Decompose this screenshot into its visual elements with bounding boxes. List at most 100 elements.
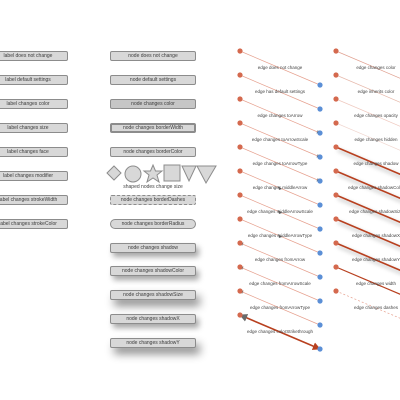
edge-label: edge changes middleArrowType <box>247 233 313 238</box>
label-node[interactable]: label changes strokeWidth <box>0 195 68 205</box>
from-node-dot <box>237 72 243 78</box>
edge-label: edge changes shadow <box>353 161 399 166</box>
edge-line <box>335 266 400 295</box>
edge-line <box>239 266 321 302</box>
to-node-dot <box>317 130 323 136</box>
edge-label: edge inherits color <box>357 89 395 94</box>
diamond-shape-node <box>106 165 122 181</box>
circle-shape-node <box>124 165 142 183</box>
edge-line <box>335 146 400 176</box>
label-node[interactable]: label changes modifier <box>0 171 68 181</box>
edge-label: edge changes dashes <box>353 305 399 310</box>
edge-line <box>335 218 400 248</box>
edge-line <box>335 98 400 127</box>
from-node-dot <box>237 144 243 150</box>
to-node-dot <box>317 322 323 328</box>
node-item[interactable]: node changes borderDashes <box>110 195 196 205</box>
from-node-dot <box>237 120 243 126</box>
edge-label: edge changes shadowColor <box>348 185 400 190</box>
from-node-dot <box>237 48 243 54</box>
edge-label: edge changes fromArrowScale <box>249 281 311 286</box>
edge-label: edge changes toArrowScale <box>251 137 309 142</box>
to-node-dot <box>317 346 323 352</box>
edge-label: edge changes toArrow <box>257 113 303 118</box>
middle-arrow-icon <box>278 186 282 190</box>
from-node-dot <box>333 48 339 54</box>
edge-label: edge changes opacity <box>354 113 398 118</box>
edge-label: edge changes middleArrowScale <box>247 209 313 214</box>
from-node-dot <box>237 216 243 222</box>
edge-label: edge changes shadowY <box>351 257 400 262</box>
label-node[interactable]: label changes size <box>0 123 68 133</box>
edge-line <box>239 50 321 86</box>
from-node-dot <box>333 216 339 222</box>
edge-line <box>239 314 321 350</box>
square-shape-node <box>163 164 181 182</box>
edge-line <box>335 74 400 103</box>
edge-line <box>239 146 321 182</box>
label-node[interactable]: label does not change <box>0 51 68 61</box>
to-node-dot <box>317 178 323 184</box>
edge-line <box>335 170 400 200</box>
from-node-dot <box>333 168 339 174</box>
from-node-dot <box>333 264 339 270</box>
edge-line <box>335 194 400 224</box>
label-node[interactable]: label default settings <box>0 75 68 85</box>
from-node-dot <box>333 120 339 126</box>
label-node[interactable]: label changes color <box>0 99 68 109</box>
node-item[interactable]: node changes shadowColor <box>110 266 196 276</box>
node-item[interactable]: node changes borderColor <box>110 147 196 157</box>
to-node-dot <box>317 202 323 208</box>
from-node-dot <box>333 192 339 198</box>
to-node-dot <box>317 250 323 256</box>
edge-line <box>335 242 400 272</box>
edge-label: edge changes middleArrow <box>252 185 308 190</box>
edge-line <box>335 122 400 151</box>
edge-label: edge changes colorStrikethrough <box>246 329 314 334</box>
star-shape-node <box>142 163 164 184</box>
edge-line <box>239 122 321 158</box>
from-node-dot <box>333 96 339 102</box>
from-node-dot <box>333 144 339 150</box>
edge-label: edge changes shadowSize <box>349 209 400 214</box>
edge-label: edge changes color <box>356 65 396 70</box>
middle-arrow-icon <box>278 210 282 214</box>
node-item[interactable]: node default settings <box>110 75 196 85</box>
edge-line <box>239 98 321 134</box>
to-node-dot <box>317 82 323 88</box>
to-node-dot <box>317 154 323 160</box>
middle-arrow-icon <box>278 234 282 238</box>
from-node-dot <box>237 264 243 270</box>
to-node-dot <box>317 298 323 304</box>
edge-label: edge changes width <box>355 281 397 286</box>
label-node[interactable]: label changes face <box>0 147 68 157</box>
node-item[interactable]: node changes color <box>110 99 196 109</box>
to-node-dot <box>317 106 323 112</box>
edge-line <box>239 74 321 110</box>
label-node[interactable]: label changes strokeColor <box>0 219 68 229</box>
node-item[interactable]: node changes shadow <box>110 243 196 253</box>
triangle-down-shape-node <box>181 165 197 183</box>
node-item[interactable]: node changes borderWidth <box>110 123 196 133</box>
from-node-dot <box>333 72 339 78</box>
edge-line <box>335 50 400 79</box>
from-node-dot <box>237 96 243 102</box>
node-item[interactable]: node changes borderRadius <box>110 219 196 229</box>
node-item[interactable]: node does not change <box>110 51 196 61</box>
edge-label: edge changes toArrowType <box>252 161 308 166</box>
from-node-dot <box>237 288 243 294</box>
from-node-dot <box>237 168 243 174</box>
from-node-dot <box>237 240 243 246</box>
from-node-dot <box>237 192 243 198</box>
node-item[interactable]: node changes shadowY <box>110 338 196 348</box>
to-node-dot <box>317 274 323 280</box>
edge-label: edge has default settings <box>254 89 306 94</box>
node-item[interactable]: node changes shadowSize <box>110 290 196 300</box>
edge-line <box>239 242 321 278</box>
from-node-dot <box>333 240 339 246</box>
edge-label: edge changes hidden <box>354 137 398 142</box>
from-node-dot <box>237 312 243 318</box>
edge-label: edge changes fromArrow <box>254 257 306 262</box>
node-item[interactable]: node changes shadowX <box>110 314 196 324</box>
